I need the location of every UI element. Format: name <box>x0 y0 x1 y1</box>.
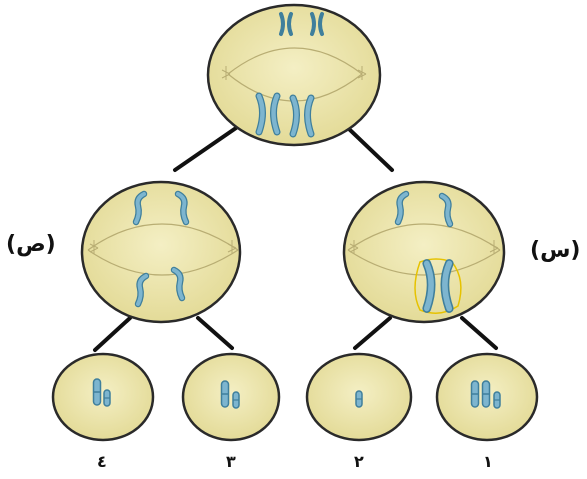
daughter-cell-2 <box>307 354 411 440</box>
cell-saad <box>82 182 240 322</box>
cell-seen <box>344 182 504 322</box>
daughter-cell-3 <box>183 354 279 440</box>
connector-top-right <box>348 128 392 170</box>
connector-right-1 <box>462 318 496 348</box>
connector-top-left <box>175 128 236 170</box>
daughter-label-2: ٢ <box>354 452 364 471</box>
connector-left-3 <box>198 318 232 348</box>
daughter-label-1: ١ <box>483 452 493 471</box>
daughter-label-3: ٣ <box>226 452 236 471</box>
connector-left-4 <box>95 318 130 350</box>
connector-right-2 <box>355 318 390 348</box>
parent-cell <box>208 5 380 145</box>
daughter-cell-4 <box>53 354 153 440</box>
cell-label-saad: (ص) <box>6 232 56 257</box>
daughter-cell-1 <box>437 354 537 440</box>
cell-label-seen: (س) <box>530 238 580 263</box>
daughter-label-4: ٤ <box>97 452 107 471</box>
